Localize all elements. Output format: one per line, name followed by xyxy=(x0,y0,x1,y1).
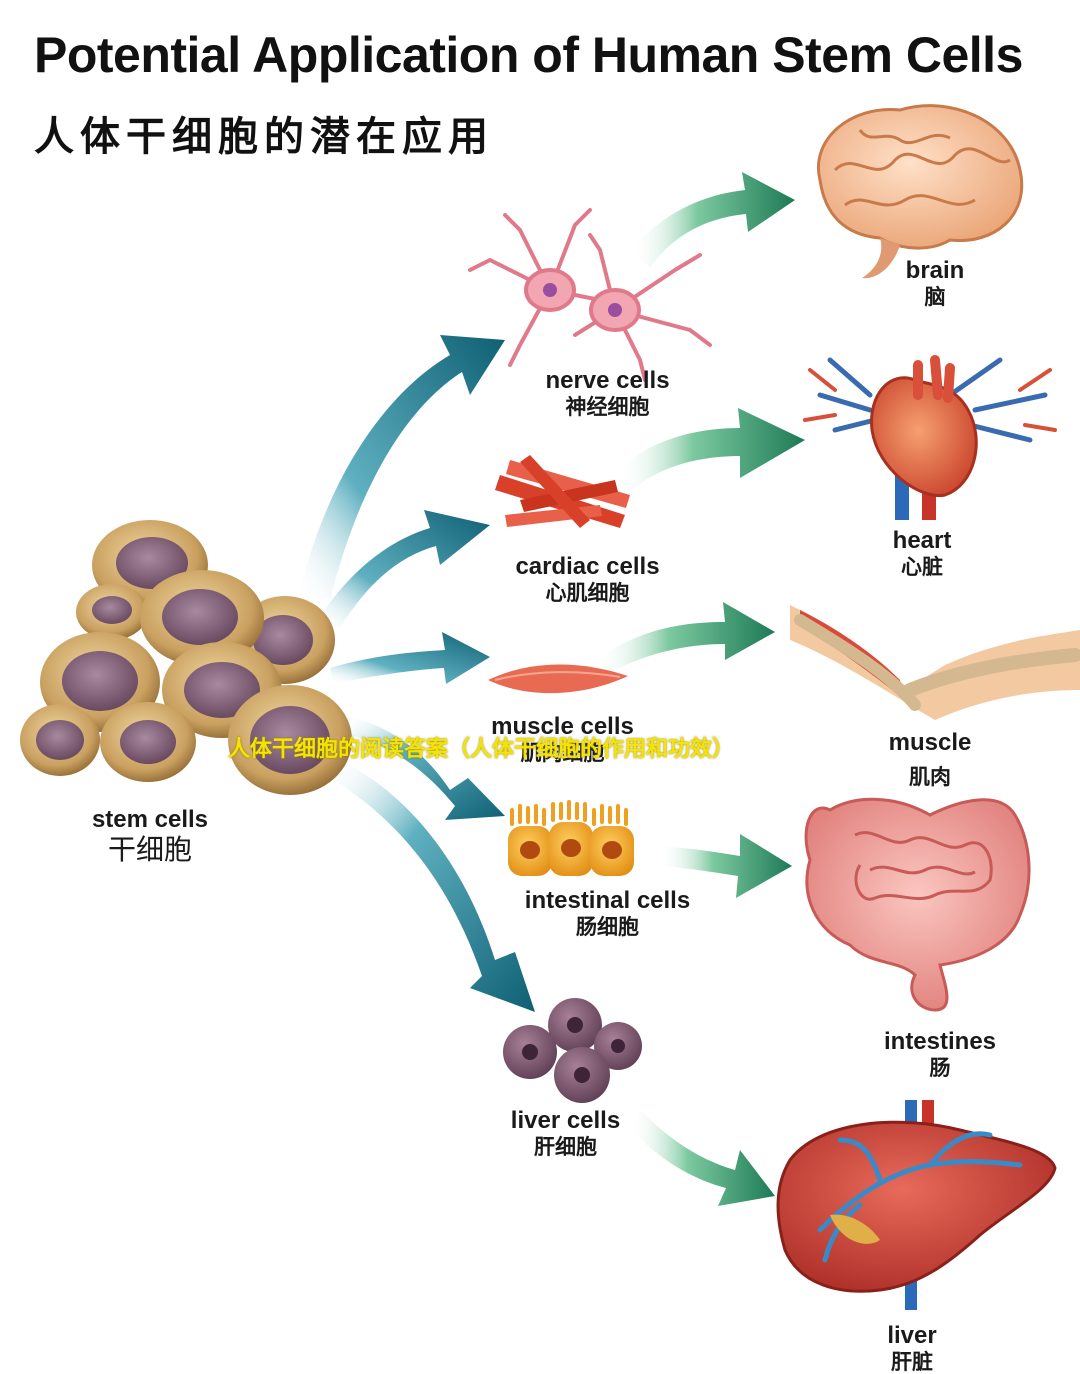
label-heart: heart 心脏 xyxy=(892,527,952,579)
label-cardiac-cells: cardiac cells 心肌细胞 xyxy=(515,553,660,605)
intestinal-cells-illustration xyxy=(508,800,634,876)
label-intestines: intestines 肠 xyxy=(883,1028,997,1080)
label-brain: brain 脑 xyxy=(905,257,965,309)
arrow-to-brain xyxy=(632,172,795,268)
arrows-cells-to-organs xyxy=(598,172,805,1206)
brain-illustration xyxy=(817,104,1024,279)
label-muscle-cells: muscle cells 肌肉细胞 xyxy=(491,713,634,765)
liver-illustration xyxy=(776,1100,1057,1310)
arrow-to-muscle-cells xyxy=(330,632,490,684)
page-subtitle: 人体干细胞的潜在应用 xyxy=(34,114,494,160)
label-liver: liver 肝脏 xyxy=(887,1322,937,1374)
liver-cells-illustration xyxy=(503,998,642,1103)
cardiac-cells-illustration xyxy=(495,455,630,528)
muscle-organ-illustration xyxy=(790,605,1080,720)
label-nerve-cells: nerve cells 神经细胞 xyxy=(545,367,670,419)
arrow-to-liver-cells xyxy=(330,760,535,1012)
arrow-to-cardiac-cells xyxy=(318,510,490,628)
nerve-cells-illustration xyxy=(468,208,712,382)
arrow-to-intestines xyxy=(660,834,792,898)
label-intestinal-cells: intestinal cells 肠细胞 xyxy=(524,887,691,939)
label-stem-cells: stem cells 干细胞 xyxy=(91,806,209,866)
arrow-to-heart xyxy=(618,408,805,490)
arrow-to-nerve-cells xyxy=(300,335,505,600)
arrows-stem-to-cells xyxy=(300,335,535,1012)
arrow-to-intestinal-cells xyxy=(346,716,505,820)
label-liver-cells: liver cells 肝细胞 xyxy=(510,1107,621,1159)
stem-cells-illustration xyxy=(20,520,352,795)
overlay-caption: 人体干细胞的阅读答案（人体干细胞的作用和功效） xyxy=(228,737,735,762)
muscle-cells-illustration xyxy=(488,664,628,694)
arrow-to-liver xyxy=(630,1110,775,1206)
heart-illustration xyxy=(803,355,1057,520)
arrow-to-muscle xyxy=(598,602,775,672)
page-title: Potential Application of Human Stem Cell… xyxy=(34,27,1023,83)
label-muscle: muscle 肌肉 xyxy=(888,729,972,789)
intestines-illustration xyxy=(804,797,1031,1012)
